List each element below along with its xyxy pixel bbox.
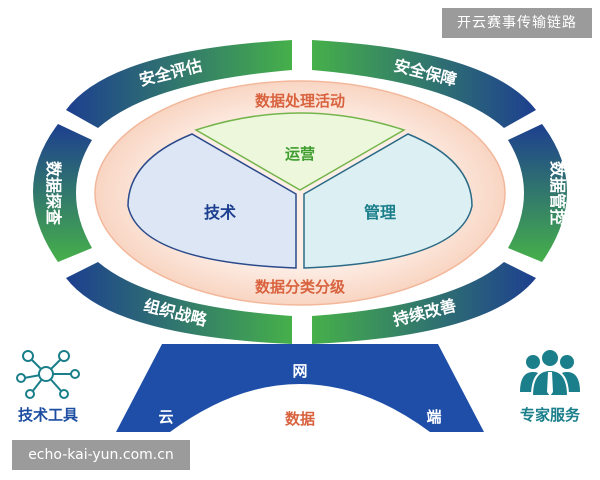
route-badge: 开云赛事传输链路: [442, 8, 592, 38]
ring-label-left: 数据探查: [44, 161, 63, 225]
core-pie: [127, 112, 473, 269]
base-label-right: 端: [426, 408, 441, 426]
ring-segment-top-right: [312, 40, 536, 128]
core-slice-left: [127, 133, 297, 269]
core-label-left: 技术: [204, 203, 236, 222]
ellipse-bottom-label: 数据分类分级: [255, 278, 346, 296]
base-label-top: 网: [292, 362, 307, 380]
ellipse-top-label: 数据处理活动: [255, 92, 345, 110]
base-label-center: 数据: [285, 410, 315, 428]
ring-segment-left: [33, 124, 92, 262]
experts-icon: [520, 348, 580, 397]
base-label-left: 云: [158, 408, 173, 426]
icon-label-left: 技术工具: [18, 406, 78, 424]
site-domain-link[interactable]: echo-kai-yun.com.cn: [12, 440, 190, 470]
ring-segment-bottom-left: [66, 262, 292, 344]
core-slice-top: [194, 112, 406, 191]
ring-segment-right: [508, 124, 567, 262]
core-label-right: 管理: [364, 203, 396, 222]
ring-segment-top-left: [66, 40, 292, 128]
ring-label-right: 数据管控: [548, 161, 567, 225]
core-slice-right: [303, 133, 473, 269]
base-arch: [116, 344, 484, 432]
icon-label-right: 专家服务: [520, 406, 581, 424]
core-label-top: 运营: [285, 145, 315, 163]
ring-segment-bottom-right: [312, 262, 536, 344]
network-icon: [16, 350, 80, 399]
